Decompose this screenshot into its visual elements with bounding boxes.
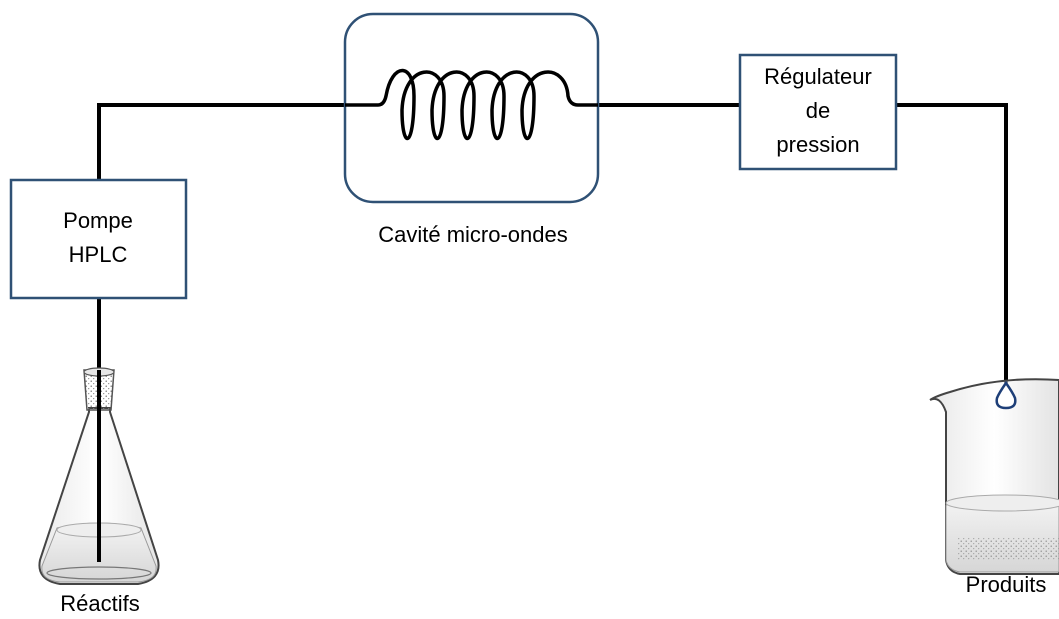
reactants-flask: Réactifs — [38, 367, 160, 616]
tube-regulator-to-beaker — [896, 103, 1008, 383]
regulator-label-line2: de — [806, 98, 830, 123]
pump-label-line1: Pompe — [63, 208, 133, 233]
tube-pump-to-cavity — [97, 103, 378, 180]
beaker-precipitate — [958, 538, 1059, 560]
regulator-label-line3: pression — [776, 132, 859, 157]
products-label: Produits — [966, 572, 1047, 597]
cavity-box — [343, 12, 600, 204]
pressure-regulator: Régulateur de pression — [738, 53, 898, 171]
pump-label-line2: HPLC — [69, 242, 128, 267]
beaker-liquid-surface — [945, 494, 1059, 512]
hplc-pump: Pompe HPLC — [9, 178, 188, 300]
flask-base-rim — [46, 566, 152, 580]
pump-box — [9, 178, 188, 300]
coil-icon — [345, 68, 598, 141]
products-beaker: Produits — [929, 378, 1059, 597]
cavity-label: Cavité micro-ondes — [378, 222, 568, 247]
regulator-label-line1: Régulateur — [764, 64, 872, 89]
microwave-cavity: Cavité micro-ondes — [343, 12, 600, 247]
drop-icon — [995, 380, 1017, 410]
regulator-box — [738, 53, 898, 171]
reactants-label: Réactifs — [60, 591, 139, 616]
